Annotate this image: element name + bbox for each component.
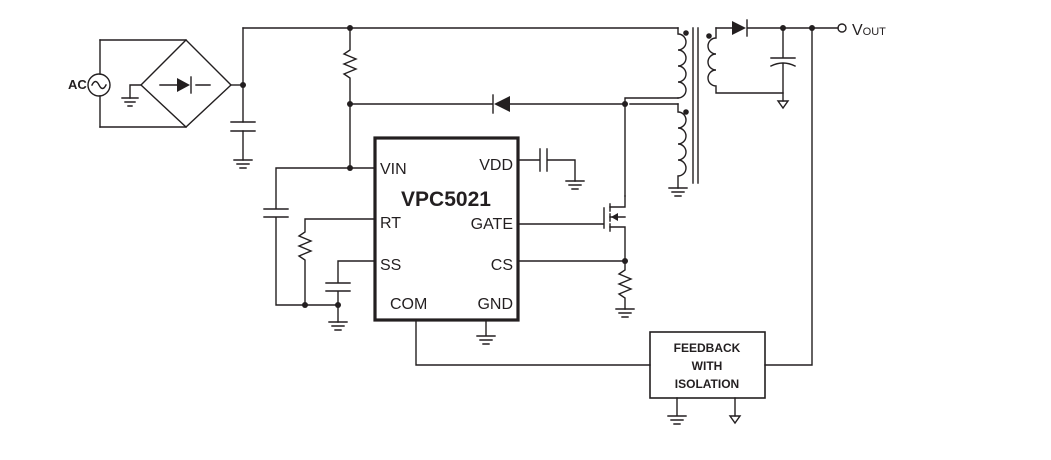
pin-vin: VIN (380, 161, 407, 178)
output-label: VOUT (852, 22, 886, 39)
transformer (624, 27, 784, 197)
bridge-rectifier (99, 39, 233, 128)
pin-gnd: GND (477, 296, 513, 313)
pin-vdd: VDD (479, 157, 513, 174)
mosfet (517, 195, 626, 262)
vout-label: V (852, 22, 863, 39)
pin-rt: RT (380, 215, 401, 232)
pin-ss: SS (380, 257, 401, 274)
feedback-line3: ISOLATION (675, 377, 739, 391)
rt-resistor (297, 218, 376, 306)
controller-ic: VPC5021 VIN RT SS COM VDD GATE CS GND (373, 136, 520, 322)
output-stage (715, 19, 847, 110)
input-rail (230, 25, 679, 169)
feedback-line1: FEEDBACK (674, 341, 741, 355)
com-gnd-wiring (415, 319, 651, 366)
vin-network (263, 165, 376, 308)
ic-name: VPC5021 (401, 188, 491, 211)
ac-source: AC (68, 39, 111, 128)
pin-cs: CS (491, 257, 513, 274)
pin-com: COM (390, 296, 427, 313)
svg-text:VOUT: VOUT (852, 22, 886, 39)
startup-resistor (342, 27, 358, 169)
vout-subscript: OUT (863, 26, 887, 38)
ac-source-label: AC (68, 77, 87, 92)
pin-gate: GATE (471, 216, 513, 233)
ss-capacitor (325, 260, 376, 331)
vdd-capacitor (517, 148, 585, 190)
feedback-line2: WITH (692, 359, 723, 373)
aux-diode (349, 94, 628, 114)
feedback-wire (764, 27, 813, 366)
cs-resistor (517, 258, 635, 318)
feedback-isolation-block: FEEDBACK WITH ISOLATION (649, 331, 766, 425)
